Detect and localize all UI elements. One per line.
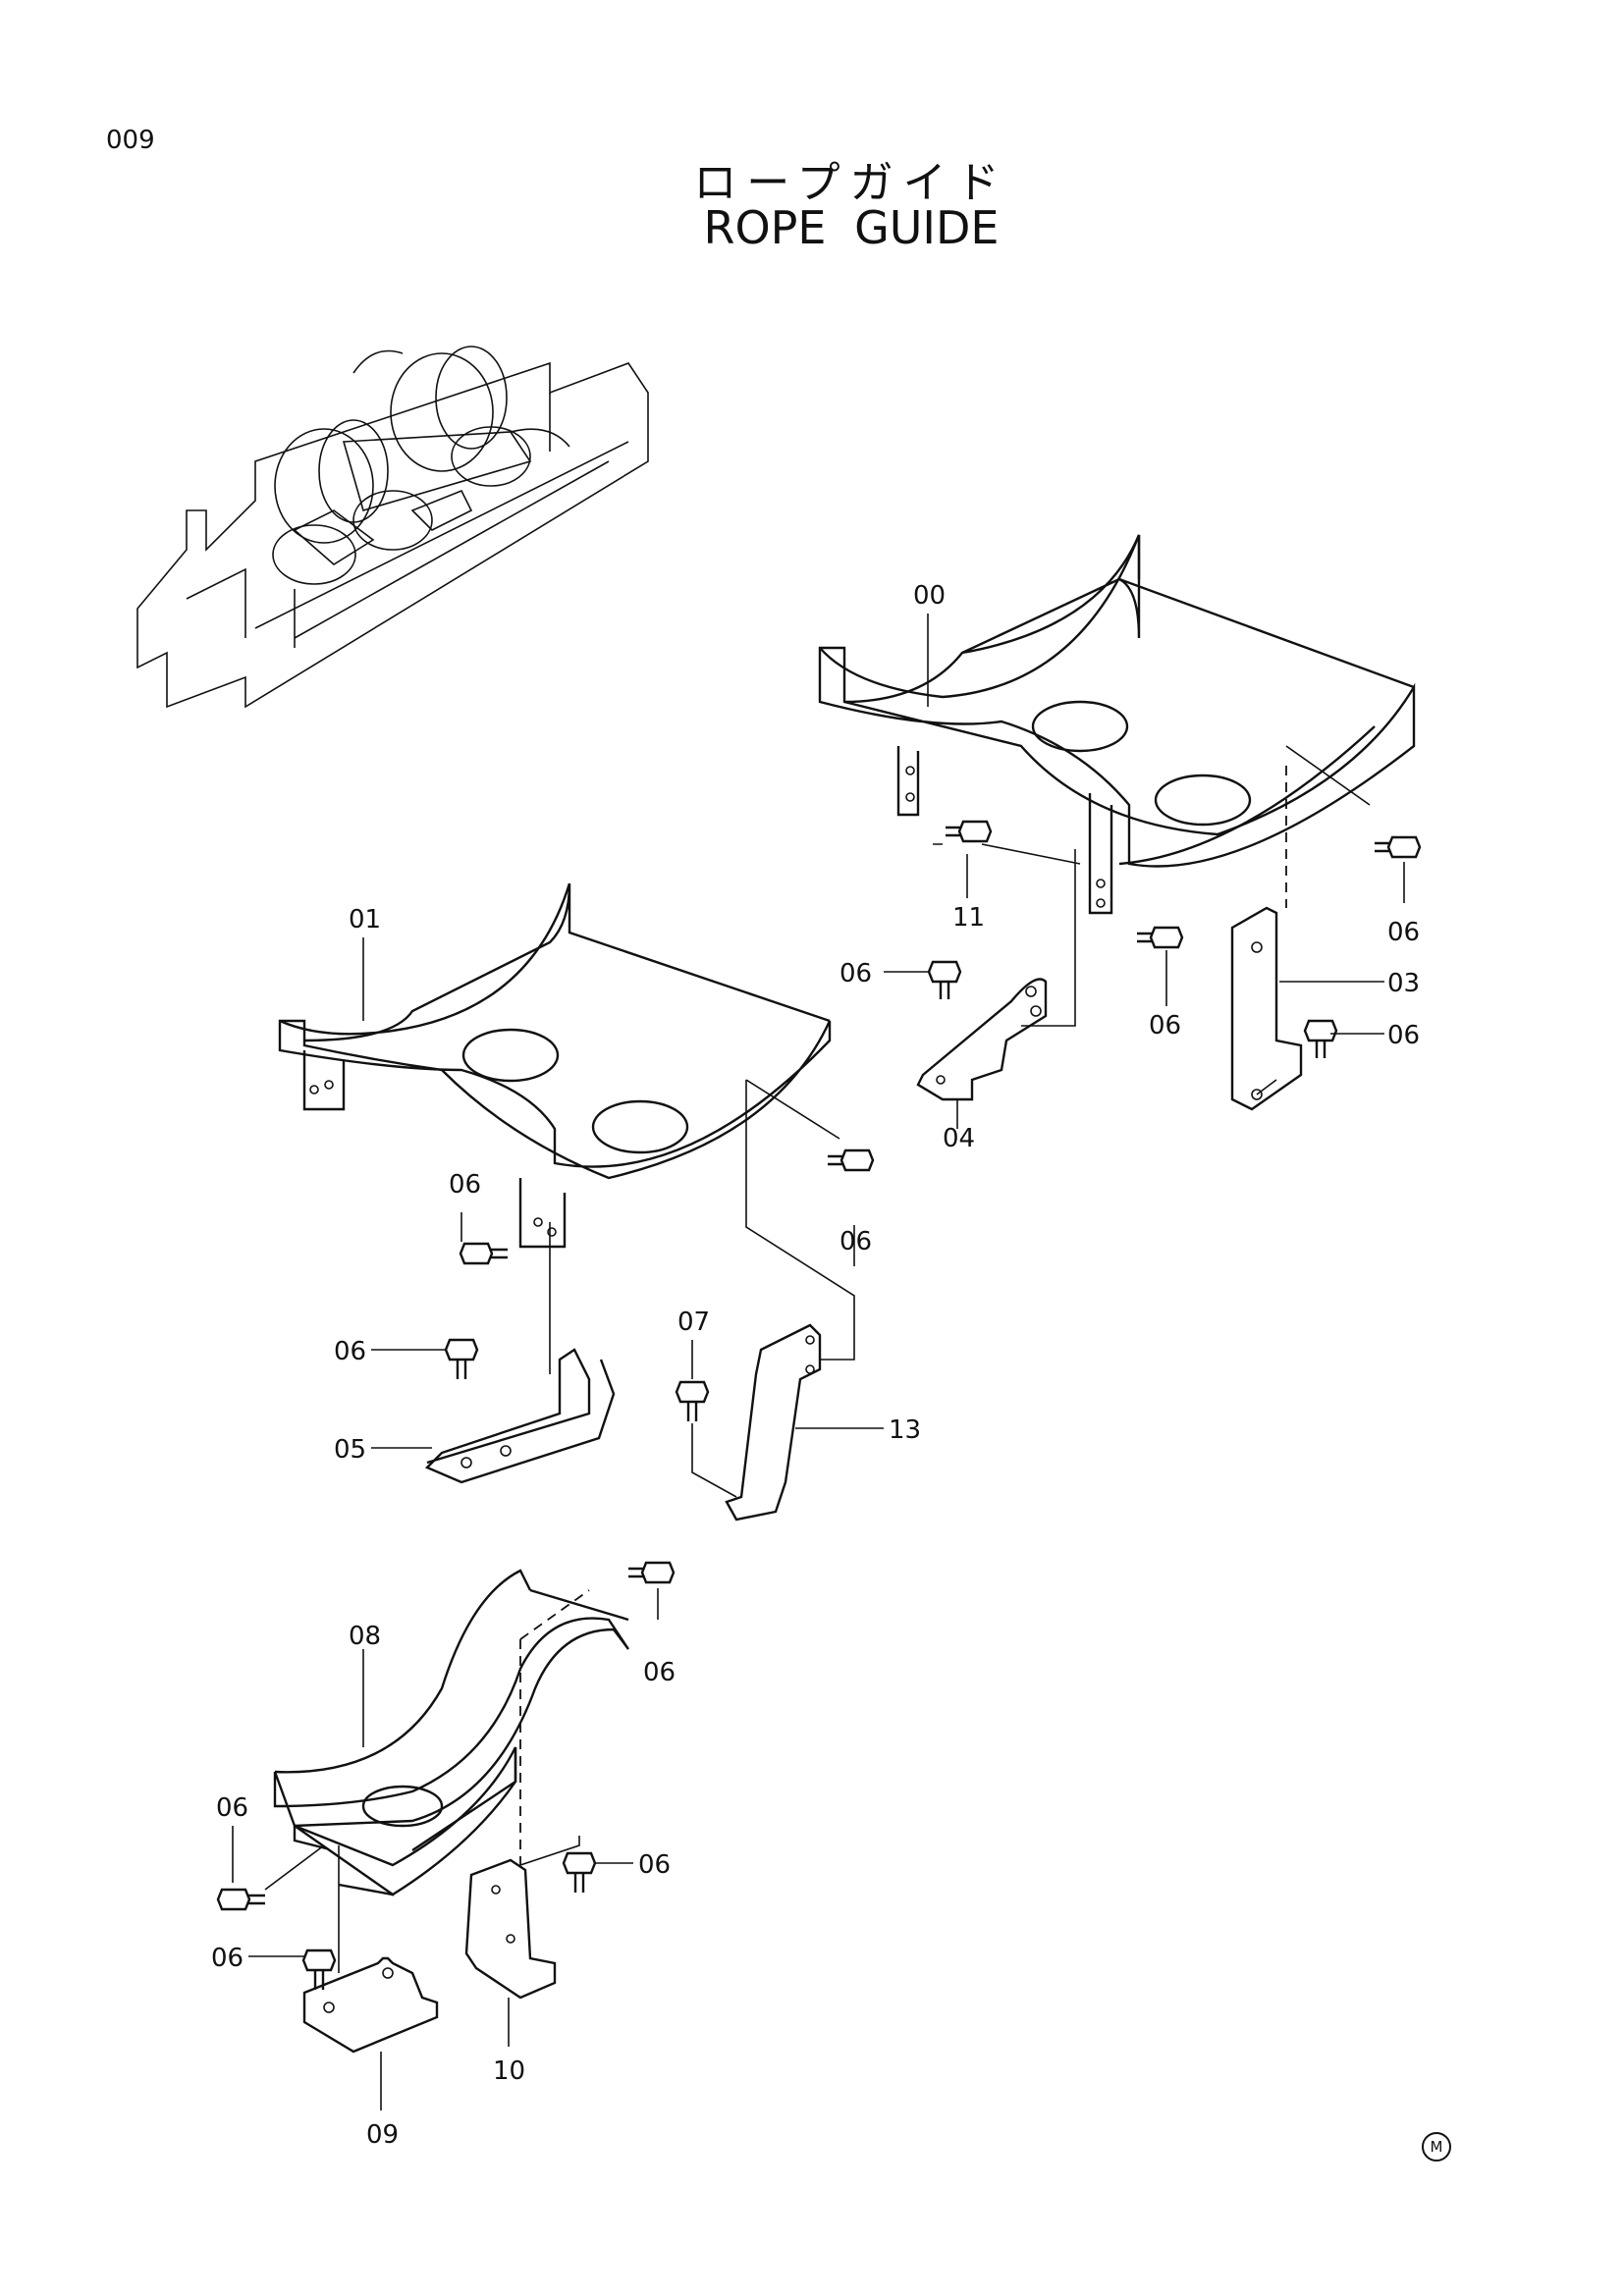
callout-06-left-05: 06 [334, 1337, 366, 1366]
callout-11: 11 [952, 903, 985, 933]
leader-lines [232, 614, 1405, 2110]
callout-07: 07 [677, 1308, 710, 1337]
callout-01: 01 [349, 905, 381, 934]
part-01-rope-guide [278, 882, 832, 1249]
bolt-11 [946, 820, 993, 843]
callout-09: 09 [366, 2120, 399, 2150]
callout-03: 03 [1387, 969, 1420, 998]
bolt-06-i [216, 1888, 265, 1911]
part-04-bracket [916, 978, 1048, 1101]
bolts [216, 820, 1422, 1990]
callout-06-center: 06 [1149, 1011, 1181, 1041]
bolt-06-j [562, 1851, 597, 1893]
bolt-06-c [927, 960, 962, 999]
bolt-06-d [1303, 1019, 1338, 1058]
callout-05: 05 [334, 1435, 366, 1465]
callout-10: 10 [493, 2056, 525, 2086]
callout-06-under-01: 06 [449, 1170, 481, 1200]
manufacturer-mark: M [1422, 2132, 1451, 2162]
callout-06-left-08: 06 [216, 1793, 248, 1823]
callout-06-right-10: 06 [638, 1850, 671, 1880]
bolt-06-g [444, 1338, 479, 1379]
callout-08: 08 [349, 1622, 381, 1651]
callout-06-right-mid: 06 [1387, 1021, 1420, 1050]
bolt-07 [675, 1380, 710, 1421]
part-13-bracket [725, 1323, 822, 1522]
part-09-bracket [302, 1956, 439, 2054]
callout-06-right-08: 06 [643, 1658, 676, 1687]
callout-06-right-top: 06 [1387, 918, 1420, 947]
page-number: 009 [106, 126, 155, 155]
part-08-rope-guide [273, 1569, 629, 1896]
assembly-lines [264, 745, 1371, 1973]
part-10-bracket [464, 1858, 557, 2000]
part-05-bracket [424, 1348, 616, 1484]
callout-06-left-09: 06 [211, 1944, 244, 1973]
location-thumbnail [136, 346, 649, 709]
bolt-06-h [628, 1561, 676, 1584]
bolt-06-f [459, 1242, 508, 1265]
callout-06-right-of-01: 06 [839, 1227, 872, 1256]
part-00-rope-guide [818, 534, 1416, 915]
callout-labels: 00 11 06 03 06 06 06 04 01 06 06 06 05 0… [211, 581, 1420, 2150]
bolt-06-k [301, 1949, 337, 1990]
callout-13: 13 [889, 1415, 921, 1445]
callout-00: 00 [913, 581, 946, 611]
callout-06-left-of-04: 06 [839, 959, 872, 988]
callout-04: 04 [943, 1124, 975, 1153]
title-english: ROPE GUIDE [703, 201, 1000, 254]
bolt-06-a [1375, 835, 1422, 859]
bolt-06-e [828, 1148, 875, 1172]
part-03-bracket [1230, 906, 1303, 1111]
title-japanese: ロープガイド [693, 158, 1009, 208]
bolt-06-b [1137, 926, 1184, 949]
